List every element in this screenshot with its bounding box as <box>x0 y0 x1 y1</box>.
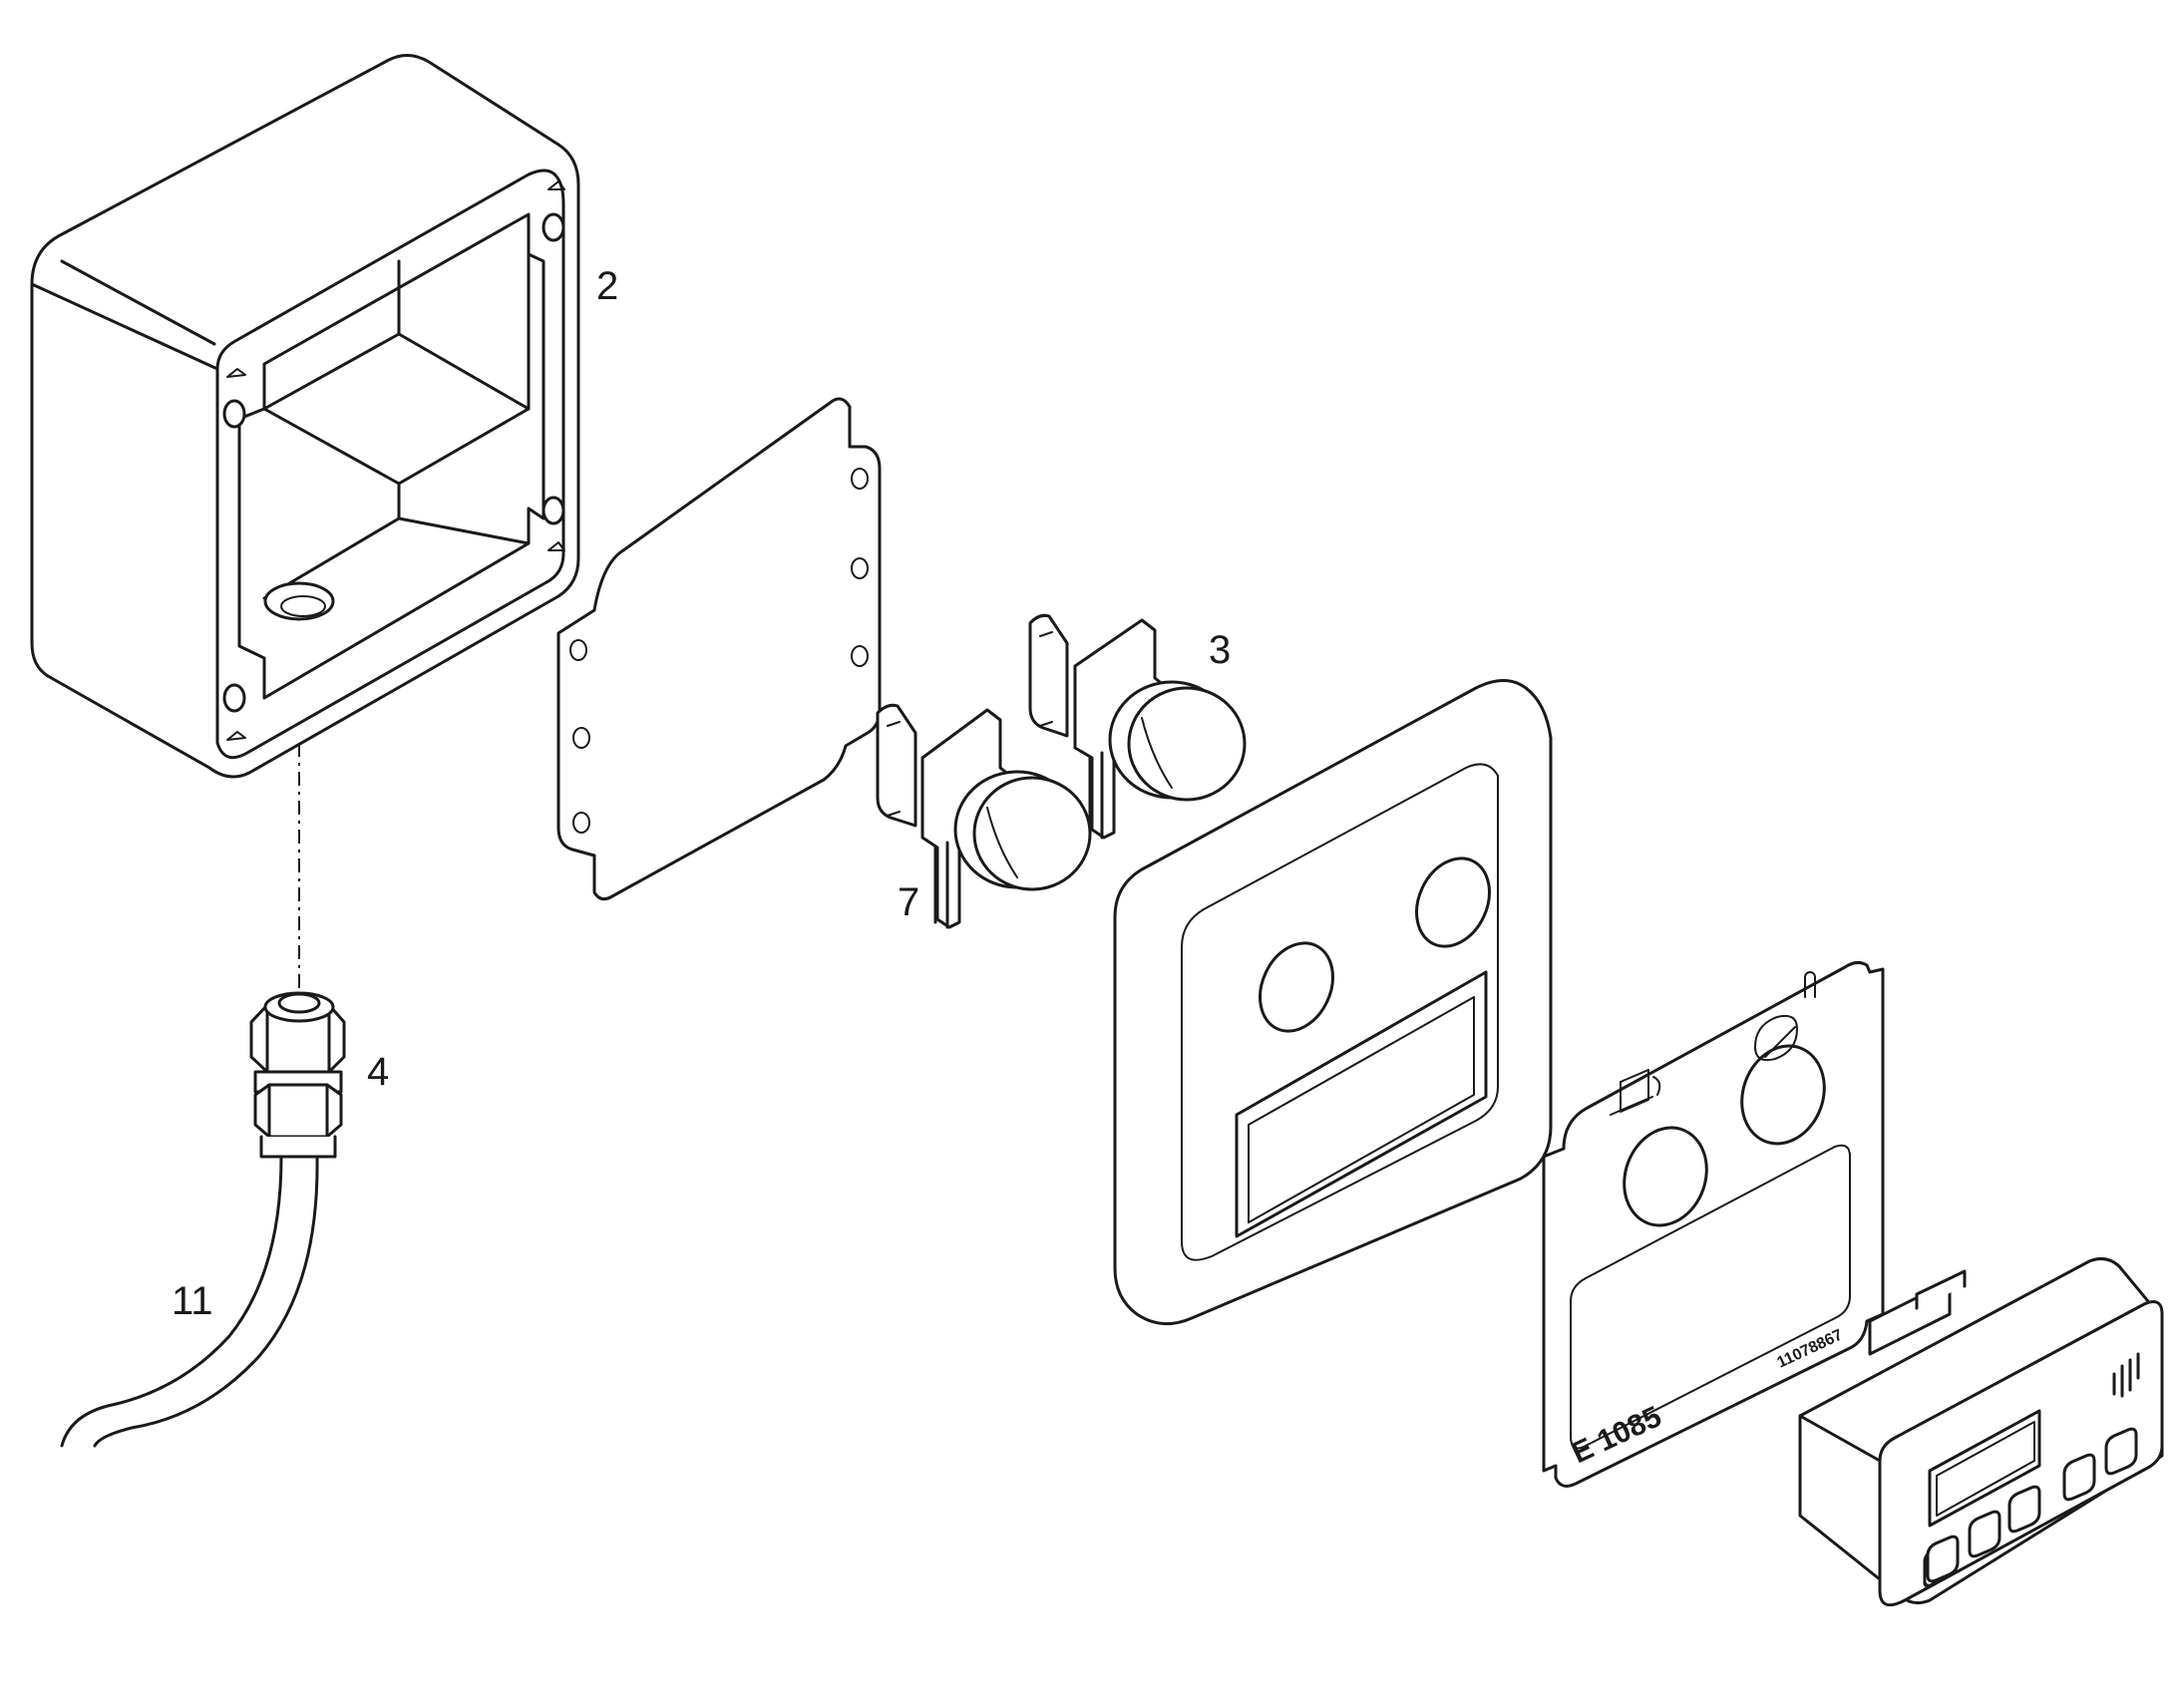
callout-switch-right: 3 <box>1209 628 1231 672</box>
brand-logo-icon <box>2112 1352 2140 1398</box>
callout-switch-left: 7 <box>898 880 919 924</box>
housing-box <box>30 54 580 779</box>
switch-right <box>1028 613 1247 840</box>
controller-module <box>1798 1256 2164 1607</box>
cable-gland <box>249 991 346 1159</box>
callout-housing: 2 <box>596 264 618 308</box>
callout-cable: 11 <box>172 1279 213 1323</box>
gasket-plate <box>556 397 882 901</box>
face-plate: E 1085 11078867 <box>1542 960 1885 1488</box>
switch-left <box>876 703 1092 929</box>
cable <box>60 1155 319 1448</box>
callout-cable-gland: 4 <box>367 1050 389 1094</box>
front-frame <box>1113 679 1553 1326</box>
